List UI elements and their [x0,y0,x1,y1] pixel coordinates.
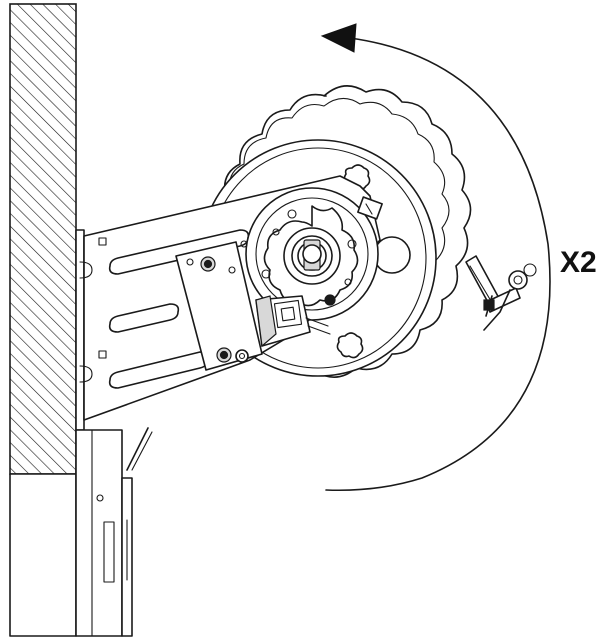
wall [9,3,77,637]
retaining-clip [357,196,383,220]
motor-head [228,187,379,321]
motor-plate [175,241,263,371]
rotation-arrow-icon [320,23,551,492]
wall-mounting-plate [75,229,153,637]
spring-pin-icon [465,255,537,331]
connector-block [255,295,331,348]
repeat-count-label: X2 [560,246,597,279]
